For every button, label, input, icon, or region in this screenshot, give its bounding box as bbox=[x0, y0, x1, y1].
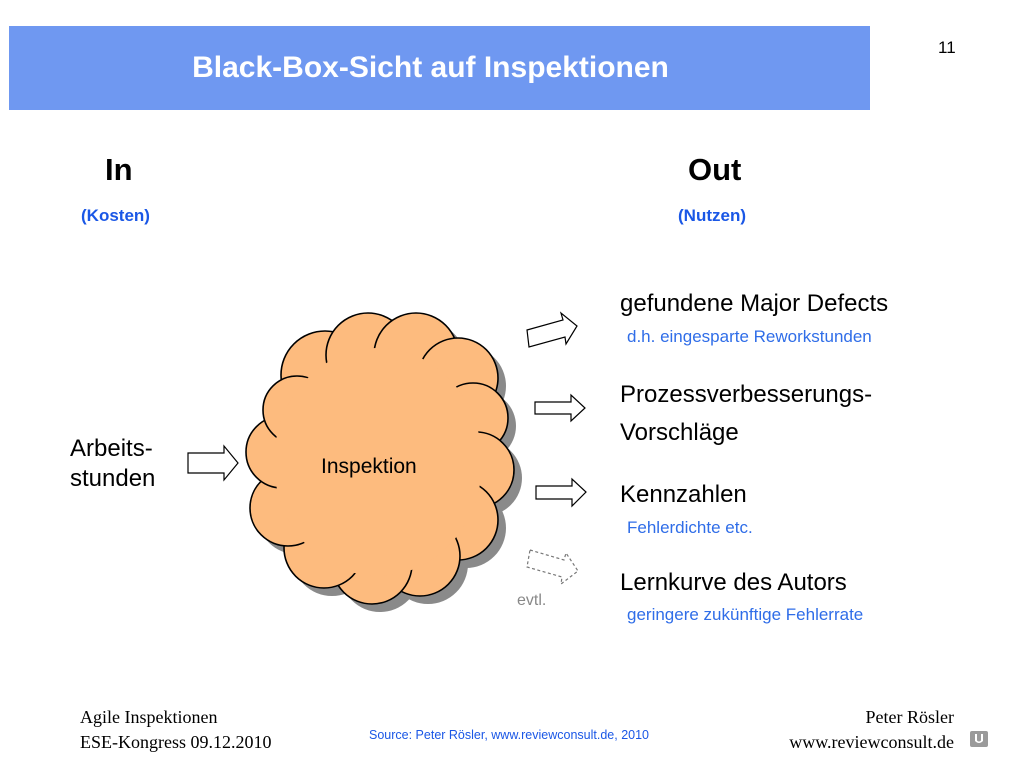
slide-title: Black-Box-Sicht auf Inspektionen bbox=[192, 51, 669, 84]
evtl-label: evtl. bbox=[517, 592, 547, 609]
process-label: Inspektion bbox=[321, 455, 417, 478]
output-item-1-sub: d.h. eingesparte Reworkstunden bbox=[627, 327, 872, 346]
in-heading: In bbox=[105, 152, 133, 187]
in-subheading: (Kosten) bbox=[81, 206, 150, 225]
source-note: Source: Peter Rösler, www.reviewconsult.… bbox=[369, 728, 649, 742]
page-number: 11 bbox=[938, 38, 956, 57]
output-item-3: Kennzahlen bbox=[620, 481, 747, 508]
footer-right: Peter Rösler www.reviewconsult.de bbox=[789, 705, 954, 755]
output-item-4: Lernkurve des Autors bbox=[620, 569, 847, 596]
input-item-line1: Arbeits- bbox=[70, 435, 153, 462]
footer-left-line2: ESE-Kongress 09.12.2010 bbox=[80, 732, 272, 752]
footer-left-line1: Agile Inspektionen bbox=[80, 707, 218, 727]
output-item-3-sub: Fehlerdichte etc. bbox=[627, 518, 753, 537]
footer-right-line1: Peter Rösler bbox=[865, 707, 954, 727]
title-bar bbox=[9, 26, 870, 110]
input-arrow-icon bbox=[187, 444, 239, 482]
footer-right-line2: www.reviewconsult.de bbox=[789, 732, 954, 752]
output-arrow-2-icon bbox=[534, 393, 586, 423]
output-arrow-3-icon bbox=[535, 477, 587, 508]
output-arrow-1-icon bbox=[526, 311, 578, 348]
output-item-4-sub: geringere zukünftige Fehlerrate bbox=[627, 605, 864, 624]
inspektion-cloud bbox=[245, 312, 515, 605]
out-subheading: (Nutzen) bbox=[678, 206, 746, 225]
output-arrow-4-icon bbox=[526, 549, 579, 586]
output-item-2: Prozessverbesserungs- bbox=[620, 381, 873, 408]
input-item: Arbeits- stunden bbox=[70, 434, 155, 494]
input-item-line2: stunden bbox=[70, 465, 156, 492]
output-item-1: gefundene Major Defects bbox=[620, 290, 889, 317]
footer-left: Agile Inspektionen ESE-Kongress 09.12.20… bbox=[80, 705, 272, 755]
reviewconsult-logo-icon bbox=[970, 731, 988, 747]
out-heading: Out bbox=[688, 152, 742, 187]
output-item-2-line2: Vorschläge bbox=[620, 419, 739, 446]
